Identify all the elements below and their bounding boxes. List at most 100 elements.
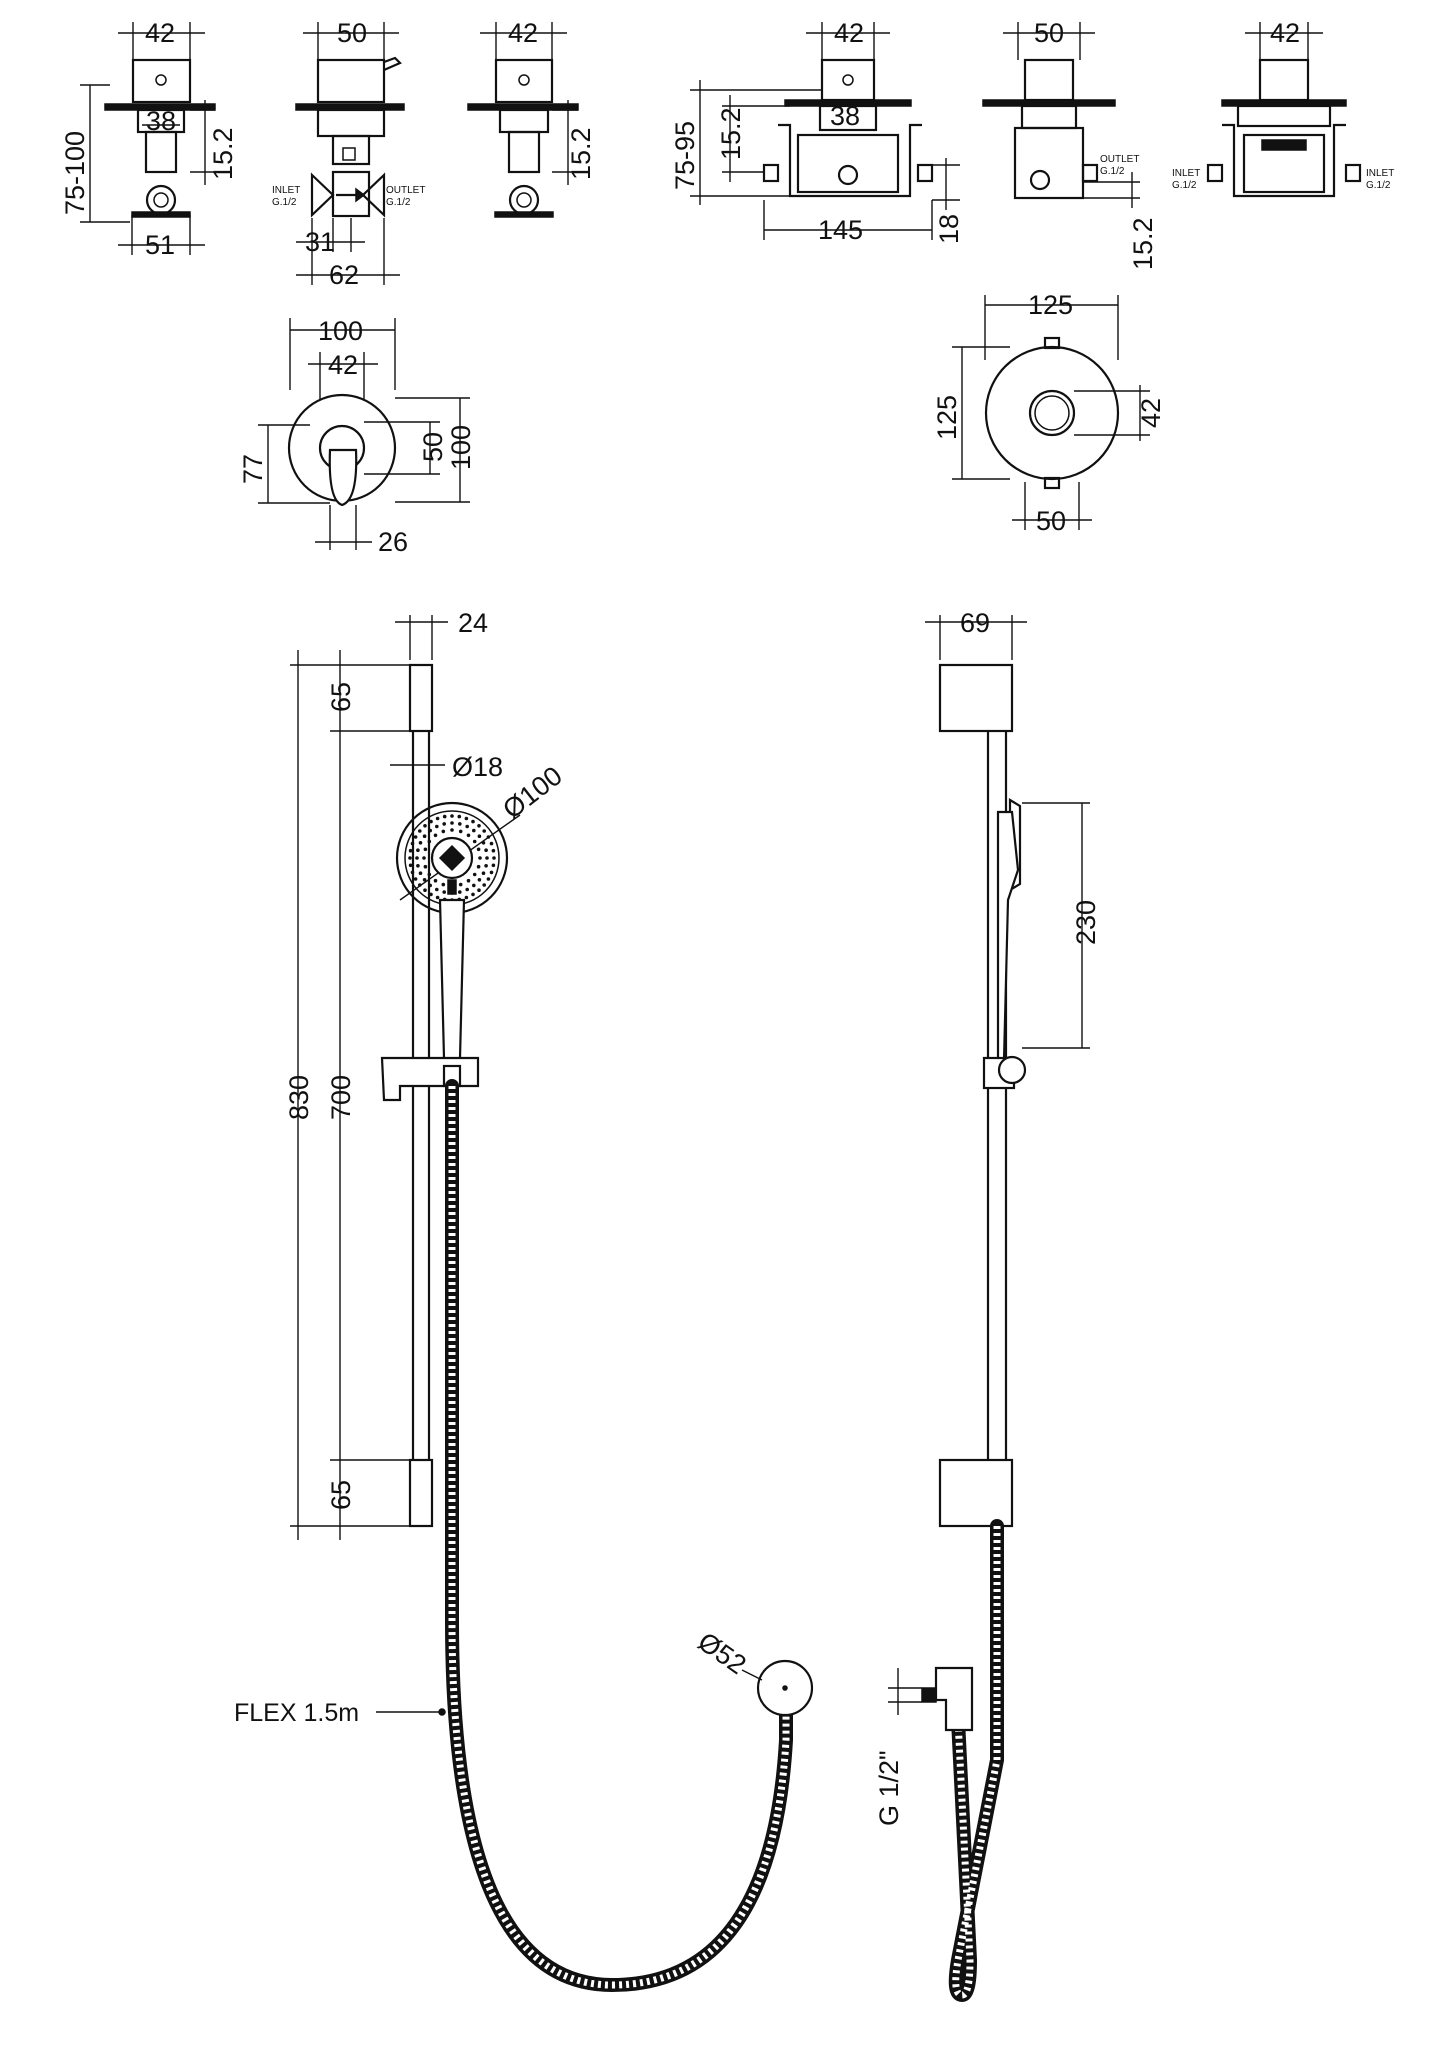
nozzle-dot [481,871,486,875]
dim-plate-height: 125 [932,395,962,440]
nozzle-dot [428,883,433,888]
nozzle-dot [471,819,475,824]
nozzle-dot [423,824,427,828]
dim-width-top: 50 [337,18,367,48]
nozzle-dot [486,835,491,839]
dim-offset: 15.2 [716,107,746,160]
nozzle-dot [464,816,469,821]
nozzle-dot [413,835,418,839]
nozzle-dot [482,829,487,833]
dim-width-mid: 31 [305,227,335,257]
label-outlet-thread: G.1/2 [386,197,411,208]
valve-front-view-1: 42 38 75-100 15.2 51 [60,18,238,260]
dim-width-top: 42 [508,18,538,48]
nozzle-dot [472,839,477,844]
dim-depth: 75-95 [670,121,700,190]
nozzle-dot [466,878,471,883]
nozzle-dot [472,883,476,888]
thermo-plate-view: 125 125 42 50 [932,290,1166,536]
nozzle-dot [477,878,482,882]
nozzle-dot [433,878,438,883]
thermo-rear-view: 42 INLET G.1/2 INLET G.1/2 [1172,18,1394,198]
dim-centres: 700 [326,1075,356,1120]
nozzle-dot [422,834,427,838]
dim-handle-drop: 77 [238,454,268,484]
label-outlet: OUTLET [1100,154,1139,165]
dim-bottom: 50 [1036,506,1066,536]
nozzle-dot [450,814,454,818]
nozzle-dot [416,864,420,868]
dim-width-base: 51 [145,230,175,260]
nozzle-dot [486,877,491,881]
nozzle-dot [408,863,413,868]
nozzle-dot [433,833,438,838]
dim-outer-width: 100 [318,316,363,346]
dim-head: Ø100 [497,760,568,824]
dim-rod: Ø18 [452,752,503,782]
dim-width-top: 42 [145,18,175,48]
nozzle-dot [422,878,427,882]
nozzle-dot [418,883,422,887]
valve-side-view: 50 INLET G.1/2 OUTLET G.1/2 31 62 [272,18,425,290]
nozzle-dot [423,888,427,892]
nozzle-dot [484,848,488,852]
nozzle-dot [418,841,423,845]
nozzle-dot [458,829,463,834]
label-inlet: INLET [272,185,300,196]
dim-knob: 42 [1136,398,1166,428]
nozzle-dot [477,888,481,892]
nozzle-dot [442,890,447,894]
dim-offset: 15.2 [208,127,238,180]
handset-side [996,810,1020,1062]
nozzle-dot [442,822,447,826]
nozzle-dot [477,834,482,838]
dim-width-mid: 38 [830,101,860,131]
nozzle-dot [491,848,496,853]
nozzle-dot [450,821,454,825]
dim-width-top: 50 [1034,18,1064,48]
dim-height-a: 50 [418,432,448,462]
valve-front-view-2: 42 15.2 [467,18,596,218]
label-hose: FLEX 1.5m [234,1699,359,1727]
nozzle-dot [429,892,433,897]
dim-plate-width: 125 [1028,290,1073,320]
dim-depth: 75-100 [60,131,90,215]
nozzle-dot [442,814,447,819]
nozzle-dot [435,816,440,821]
nozzle-dot [435,824,439,829]
dim-handset-length: 230 [1071,900,1101,945]
shower-rail-side-view: 69 230 G 1/2" [874,608,1101,2003]
top-bracket [408,663,434,733]
nozzle-dot [476,847,481,852]
nozzle-dot [472,872,477,877]
dim-handle-width: 26 [378,527,408,557]
nozzle-dot [491,863,496,868]
nozzle-dot [458,890,462,894]
dim-bracket-depth: 24 [458,608,488,638]
nozzle-dot [441,882,446,887]
wall-elbow-side [934,1666,974,1732]
dim-overall: 830 [284,1075,314,1120]
nozzle-dot [481,841,486,845]
nozzle-dot [427,839,432,844]
dim-top-bracket: 65 [326,682,356,712]
shower-rail-front-view: 24 830 65 700 65 Ø18 Ø100 FLEX 1.5m [234,608,814,1993]
nozzle-dot [489,841,494,846]
label-outlet-thread: G.1/2 [1100,166,1125,177]
dim-bottom-bracket: 65 [326,1480,356,1510]
nozzle-dot [410,870,415,875]
nozzle-dot [418,871,423,875]
dim-offset: 15.2 [1128,217,1158,270]
nozzle-dot [465,887,470,892]
dim-width: 145 [818,215,863,245]
nozzle-dot [415,856,419,860]
nozzle-dot [423,847,428,852]
nozzle-dot [423,864,428,869]
nozzle-dot [408,848,413,853]
label-inlet-right: INLET [1366,168,1394,179]
dim-elbow: Ø52 [693,1626,752,1680]
nozzle-dot [441,829,446,834]
nozzle-dot [492,856,496,860]
dim-knob: 42 [328,350,358,380]
